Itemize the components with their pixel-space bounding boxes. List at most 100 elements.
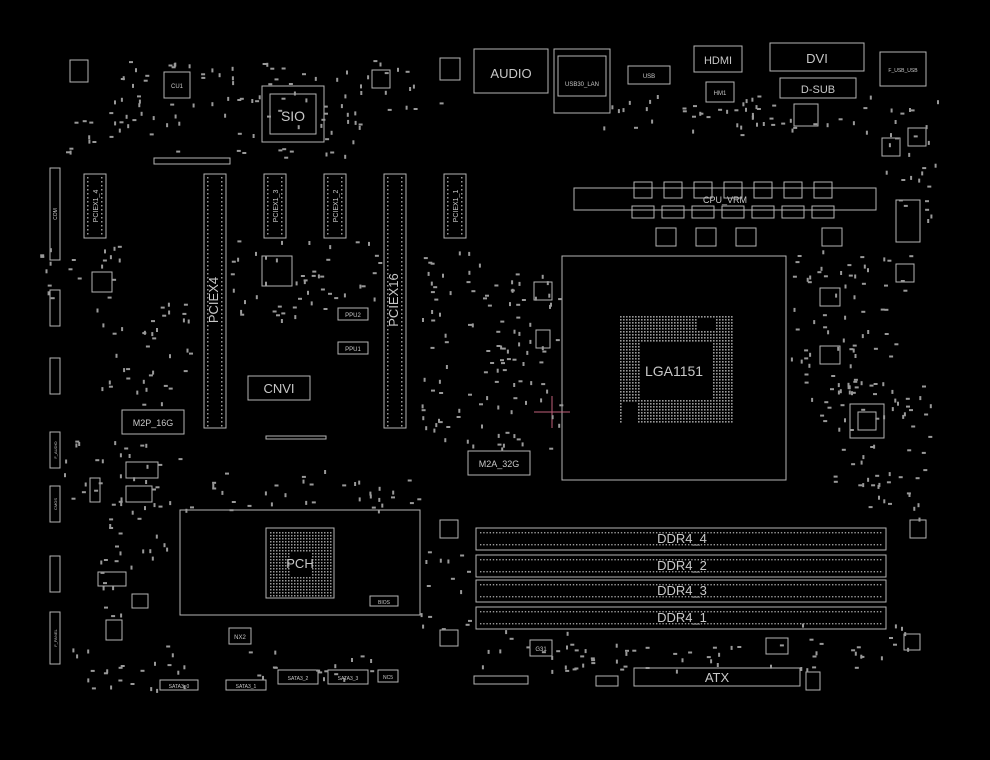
m2a-slot[interactable]: M2A_32G — [467, 450, 531, 476]
dsub-connector[interactable]: D-SUB — [779, 77, 857, 99]
pch-area[interactable]: PCH — [179, 509, 421, 616]
right-edge-header — [895, 199, 921, 243]
cpu-right-choke-2 — [819, 345, 841, 365]
bios-label: BIOS — [378, 600, 391, 606]
socket-cavity — [640, 350, 696, 390]
cu1-chip[interactable]: CU1 — [163, 71, 191, 99]
bottom-right-chip-2 — [805, 671, 821, 691]
f-panel-label: F_PANEL — [53, 628, 58, 646]
ppu1-chip[interactable]: PPU1 — [337, 341, 369, 355]
socket-pin-field — [620, 316, 733, 423]
ppu2-chip[interactable]: PPU2 — [337, 307, 369, 321]
vrm-label: CPU_VRM — [703, 195, 747, 205]
com-label: COM — [53, 208, 59, 220]
left-header-3 — [49, 357, 61, 395]
pciex4-label: PCIEX4 — [206, 277, 221, 323]
vga-chip — [793, 103, 819, 127]
com-header[interactable]: COM — [49, 167, 61, 261]
ddr4-1-slot[interactable]: DDR4_1 — [475, 606, 887, 630]
f-panel-header[interactable]: F_PANEL — [49, 611, 61, 665]
bottom-right-chip — [765, 637, 789, 655]
bios-chip[interactable]: BIOS — [369, 595, 399, 607]
sata3-2-label: SATA3_2 — [288, 676, 309, 682]
pciex16-slot[interactable]: PCIEX16 — [383, 173, 407, 429]
left-mid-chip — [91, 271, 113, 293]
atx-label: ATX — [705, 670, 730, 685]
pciex1-2-slot[interactable]: PCIEX1_2 — [323, 173, 347, 239]
dvi-connector[interactable]: DVI — [769, 42, 865, 72]
sata3-0-connector[interactable]: SATA3_0 — [159, 679, 199, 691]
right-top-chip — [881, 137, 901, 157]
f-audio-label: F_AUDIO — [53, 441, 58, 458]
usb-label: USB — [643, 74, 655, 80]
pciex1-4-slot[interactable]: PCIEX1_4 — [83, 173, 107, 239]
dvi-label: DVI — [806, 51, 828, 66]
top-left-chip — [69, 59, 89, 83]
sata3-1-label: SATA3_1 — [236, 684, 257, 690]
pciex1-3-slot[interactable]: PCIEX1_3 — [263, 173, 287, 239]
pciex1-4-label: PCIEX1_4 — [93, 190, 100, 223]
atx-connector[interactable]: ATX — [633, 667, 801, 687]
pch-right-chip — [439, 629, 459, 647]
cmos-label: CMOS — [53, 498, 58, 510]
hm1-label: HM1 — [714, 91, 727, 97]
pciex4-latch — [153, 157, 231, 165]
f-audio-header[interactable]: F_AUDIO — [49, 431, 61, 469]
ddr4-3-label: DDR4_3 — [657, 583, 707, 598]
hdmi-connector[interactable]: HDMI — [693, 45, 743, 73]
ddr4-2-label: DDR4_2 — [657, 558, 707, 573]
pciex1-1-slot[interactable]: PCIEX1_1 — [443, 173, 467, 239]
pciex1-2-label: PCIEX1_2 — [333, 190, 340, 223]
ddr-right-chip-2 — [903, 633, 921, 651]
pcie-switch-chip — [261, 255, 293, 287]
left-header-2 — [49, 289, 61, 327]
cu1-label: CU1 — [171, 84, 184, 90]
sio-label: SIO — [281, 108, 305, 124]
right-controller-die — [857, 411, 877, 431]
passive-components — [40, 60, 939, 693]
sata3-1-connector[interactable]: SATA3_1 — [225, 679, 267, 691]
cmos-header[interactable]: CMOS — [49, 485, 61, 523]
pciex4-slot[interactable]: PCIEX4 — [203, 173, 227, 429]
m2a-label: M2A_32G — [479, 459, 520, 469]
lga-label: LGA1151 — [645, 363, 703, 379]
right-usb-header[interactable]: F_USB_USB — [879, 51, 927, 87]
audio-connector[interactable]: AUDIO — [473, 48, 549, 94]
sata3-2-connector[interactable]: SATA3_2 — [277, 669, 319, 685]
ddr4-1-label: DDR4_1 — [657, 610, 707, 625]
cnvi-label: CNVI — [263, 381, 294, 396]
nc5-chip[interactable]: NC5 — [377, 669, 399, 683]
audio-label: AUDIO — [490, 66, 531, 81]
usb-connector[interactable]: USB — [627, 65, 671, 85]
cpu-right-choke — [819, 287, 841, 307]
pciex16-label: PCIEX16 — [386, 273, 401, 326]
usb-lan-label: USB30_LAN — [565, 82, 599, 88]
left-lower-chip — [125, 485, 153, 503]
sata3-3-connector[interactable]: SATA3_3 — [327, 669, 369, 685]
pch-ball-grid — [270, 532, 332, 597]
ddr4-pin-rows — [480, 532, 882, 625]
vrm-chokes — [631, 181, 843, 247]
slot-pin-rows — [87, 177, 463, 427]
hm1-chip[interactable]: HM1 — [705, 81, 735, 103]
pch-right-chip-2 — [439, 519, 459, 539]
ddr4-4-slot[interactable]: DDR4_4 — [475, 527, 887, 551]
hdmi-label: HDMI — [704, 55, 732, 67]
pciex1-1-label: PCIEX1_1 — [453, 190, 460, 223]
usb-lan-connector[interactable]: USB30_LAN — [553, 48, 611, 114]
cpu-vrm-connector[interactable]: CPU_VRM — [573, 187, 877, 211]
pciex1-3-label: PCIEX1_3 — [273, 190, 280, 223]
cnvi-connector[interactable]: CNVI — [247, 375, 311, 401]
lga1151-socket[interactable]: LGA1151 — [561, 255, 787, 481]
m2p-slot[interactable]: M2P_16G — [121, 409, 185, 435]
left-lower-chip-2 — [125, 461, 159, 479]
bottom-header-strip — [473, 675, 529, 685]
ddr4-2-slot[interactable]: DDR4_2 — [475, 554, 887, 578]
battery-header — [89, 477, 101, 503]
ddr4-3-slot[interactable]: DDR4_3 — [475, 579, 887, 603]
left-lower-chip-5 — [105, 619, 123, 641]
nx2-chip[interactable]: NX2 — [228, 627, 252, 645]
dsub-label: D-SUB — [801, 84, 835, 96]
nx2-label: NX2 — [234, 635, 246, 641]
